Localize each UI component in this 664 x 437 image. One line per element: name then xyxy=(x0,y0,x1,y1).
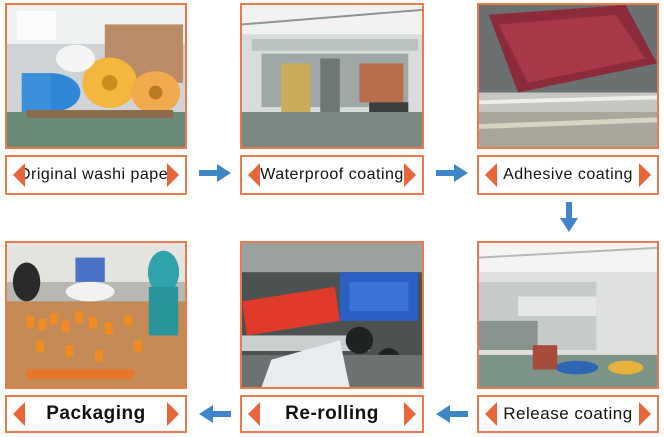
step-re-rolling: Re-rolling xyxy=(240,241,424,433)
chevron-right-icon xyxy=(639,163,651,187)
photo-release-coating xyxy=(477,241,659,389)
label-packaging: Packaging xyxy=(5,395,187,433)
chevron-left-icon xyxy=(485,402,497,426)
step-adhesive-coating: Adhesive coating xyxy=(477,3,659,195)
step-label: Waterproof coating xyxy=(260,166,404,183)
label-re-rolling: Re-rolling xyxy=(240,395,424,433)
label-original-washi-paper: Original washi paper xyxy=(5,155,187,195)
photo-packaging xyxy=(5,241,187,389)
chevron-left-icon xyxy=(485,163,497,187)
step-label: Release coating xyxy=(503,404,633,423)
step-waterproof-coating: Waterproof coating xyxy=(240,3,424,195)
label-release-coating: Release coating xyxy=(477,395,659,433)
step-original-washi-paper: Original washi paper xyxy=(5,3,187,195)
step-label: Adhesive coating xyxy=(503,166,633,183)
chevron-left-icon xyxy=(13,163,25,187)
chevron-left-icon xyxy=(13,402,25,426)
step-release-coating: Release coating xyxy=(477,241,659,433)
step-label: Re-rolling xyxy=(285,403,379,424)
chevron-right-icon xyxy=(167,402,179,426)
label-waterproof-coating: Waterproof coating xyxy=(240,155,424,195)
photo-re-rolling xyxy=(240,241,424,389)
arrow-right-icon xyxy=(436,164,468,182)
chevron-right-icon xyxy=(639,402,651,426)
chevron-left-icon xyxy=(248,163,260,187)
label-adhesive-coating: Adhesive coating xyxy=(477,155,659,195)
arrow-right-icon xyxy=(199,164,231,182)
chevron-right-icon xyxy=(404,163,416,187)
step-label: Original washi paper xyxy=(18,166,174,183)
arrow-left-icon xyxy=(436,405,468,423)
step-label: Packaging xyxy=(46,403,146,424)
chevron-right-icon xyxy=(167,163,179,187)
arrow-down-icon xyxy=(560,202,578,232)
chevron-right-icon xyxy=(404,402,416,426)
photo-waterproof-coating xyxy=(240,3,424,149)
chevron-left-icon xyxy=(248,402,260,426)
step-packaging: Packaging xyxy=(5,241,187,433)
arrow-left-icon xyxy=(199,405,231,423)
photo-adhesive-coating xyxy=(477,3,659,149)
photo-original-washi-paper xyxy=(5,3,187,149)
